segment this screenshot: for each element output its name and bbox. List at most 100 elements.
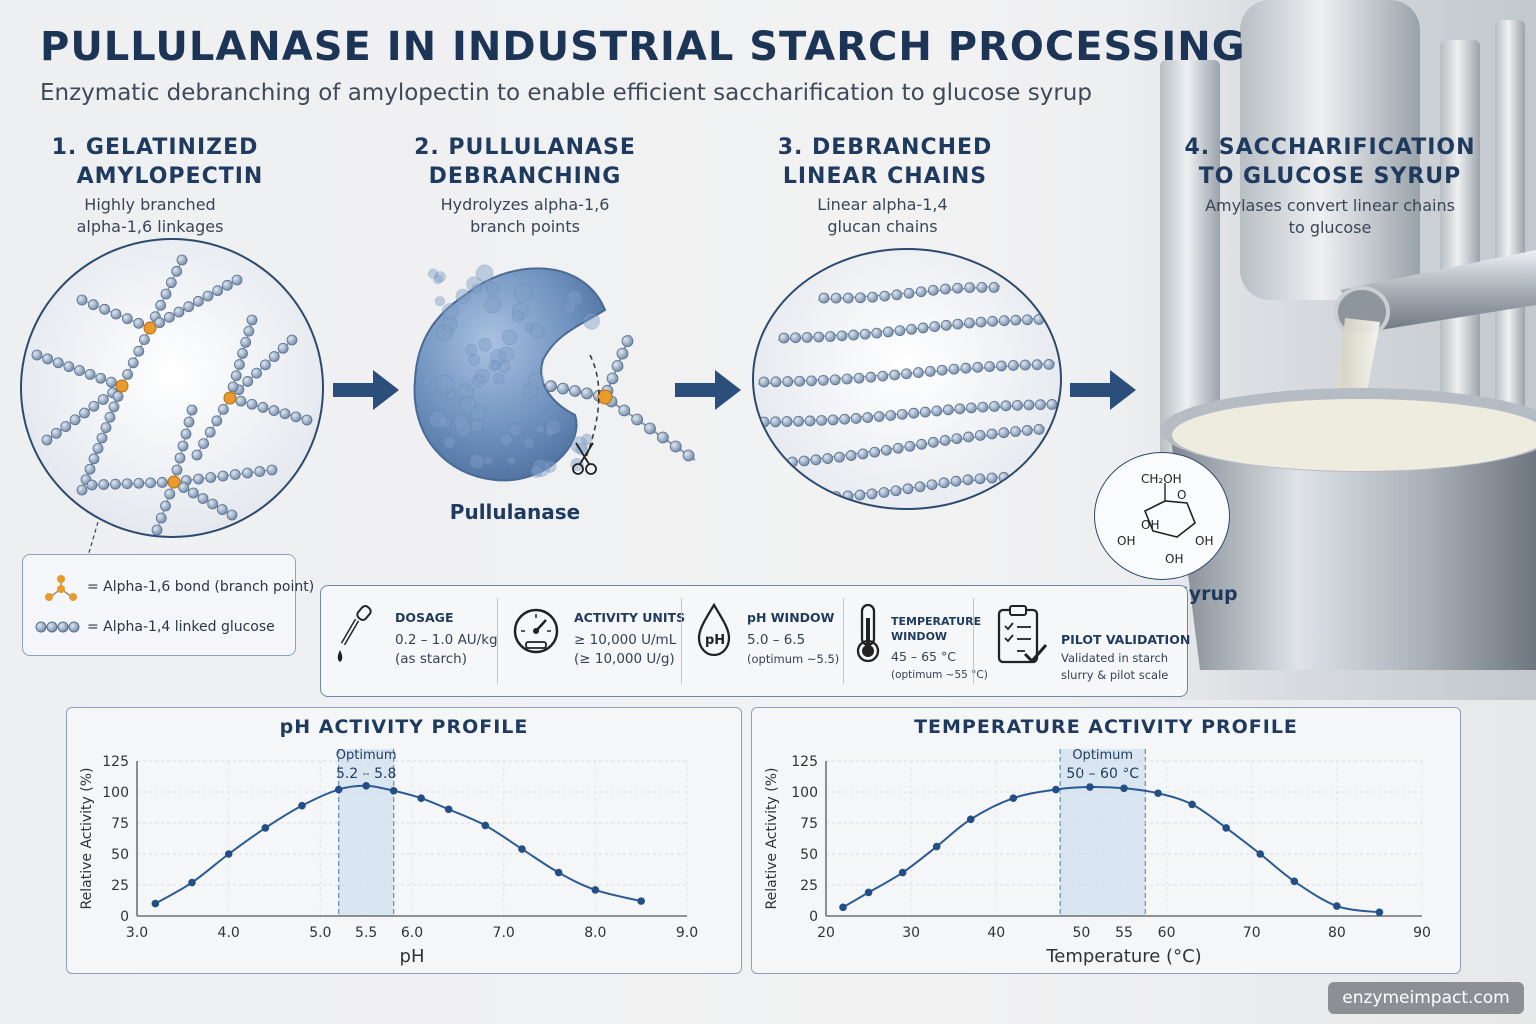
x-tick-label: 7.0 — [493, 925, 515, 941]
glucose-bead — [963, 475, 973, 485]
glucose-bead — [89, 454, 99, 464]
y-tick-label: 0 — [120, 909, 129, 925]
glucose-bead — [122, 479, 132, 489]
step-3-heading-line: 3. DEBRANCHED — [770, 133, 1000, 162]
branch-point-legend-icon — [43, 571, 79, 603]
glucose-bead — [953, 283, 963, 293]
temperature-label-line: TEMPERATURE — [891, 614, 981, 629]
data-point — [1154, 789, 1162, 797]
param-dosage: DOSAGE 0.2 – 1.0 AU/kg (as starch) — [321, 586, 497, 696]
y-tick-label: 50 — [800, 847, 818, 863]
glucose-bead — [1008, 360, 1018, 370]
activity-units-value: ≥ 10,000 U/mL (≥ 10,000 U/g) — [574, 631, 676, 669]
glucose-bead — [794, 416, 804, 426]
enzyme-texture-blob — [502, 330, 517, 345]
enzyme-texture-blob — [468, 354, 479, 365]
glucose-bead — [194, 474, 204, 484]
glucose-bead — [164, 312, 174, 322]
optimum-range-label: 50 – 60 °C — [1066, 766, 1139, 782]
glucose-bead — [949, 364, 959, 374]
glucose-bead — [823, 454, 833, 464]
glucose-bead — [227, 510, 237, 520]
enzyme-texture-blob — [456, 289, 470, 303]
glucose-bead — [916, 287, 926, 297]
ring-oxygen-label: O — [1177, 488, 1186, 502]
activity-value-line: (≥ 10,000 U/g) — [574, 650, 676, 669]
step-3-description: Linear alpha-1,4 glucan chains — [770, 194, 995, 238]
glucose-bead — [166, 278, 176, 288]
glucose-bead — [961, 363, 971, 373]
enzyme-texture-blob — [493, 373, 504, 384]
data-point — [592, 886, 600, 894]
glucose-bead — [881, 445, 891, 455]
enzyme-texture-blob — [500, 433, 512, 445]
y-tick-label: 125 — [102, 754, 129, 770]
glucose-bead — [96, 373, 106, 383]
glucose-bead — [187, 405, 197, 415]
data-point — [933, 843, 941, 851]
enzyme-texture-blob — [566, 290, 582, 306]
data-point — [335, 786, 343, 794]
glucose-bead — [109, 402, 119, 412]
glucose-bead — [617, 348, 628, 359]
ch2oh-label: CH₂OH — [1141, 472, 1182, 486]
glucose-bead — [837, 331, 847, 341]
glucose-bead — [917, 439, 927, 449]
glucose-bead — [878, 371, 888, 381]
data-point — [1052, 786, 1060, 794]
glucose-bead — [918, 323, 928, 333]
x-tick-label: 50 — [1073, 925, 1091, 941]
glucose-bead — [904, 288, 914, 298]
glucose-bead — [989, 401, 999, 411]
glucose-bead — [243, 376, 253, 386]
ph-activity-chart: Optimum5.2 – 5.802550751001253.04.05.05.… — [67, 708, 741, 973]
glucose-bead — [886, 410, 896, 420]
glucose-bead — [134, 346, 144, 356]
glucose-bead — [32, 350, 42, 360]
data-point — [1188, 801, 1196, 809]
glucose-bead — [139, 335, 149, 345]
glucose-bead — [814, 332, 824, 342]
glucose-bead — [932, 406, 942, 416]
enzyme-texture-blob — [454, 414, 468, 428]
glucose-bead — [217, 505, 227, 515]
x-tick-label: 30 — [902, 925, 920, 941]
flow-arrow-1-icon — [333, 368, 403, 412]
glucose-bead — [1022, 425, 1032, 435]
glucose-bead — [872, 328, 882, 338]
glucose-bead — [206, 473, 216, 483]
glucose-bead — [811, 455, 821, 465]
glucose-bead — [234, 360, 244, 370]
x-tick-label: 8.0 — [584, 925, 606, 941]
glucose-bead — [252, 368, 262, 378]
glucose-bead — [779, 333, 789, 343]
glucose-bead — [192, 450, 202, 460]
checklist-icon — [995, 604, 1051, 670]
data-point — [417, 794, 425, 802]
enzyme-texture-blob — [429, 411, 447, 429]
x-tick-label: 4.0 — [218, 925, 240, 941]
glucose-bead — [267, 465, 277, 475]
glucose-bead — [895, 326, 905, 336]
glucose-bead — [849, 330, 859, 340]
dosage-value: 0.2 – 1.0 AU/kg (as starch) — [395, 631, 498, 669]
glucose-bead — [199, 439, 209, 449]
glucose-bead — [85, 369, 95, 379]
enzyme-texture-blob — [484, 456, 493, 465]
enzyme-label: Pullulanase — [430, 500, 600, 524]
glucose-bead — [161, 501, 171, 511]
glucose-bead — [241, 337, 251, 347]
branch-point — [116, 380, 128, 392]
data-point — [518, 845, 526, 853]
x-tick-label: 60 — [1158, 925, 1176, 941]
glucose-bead — [198, 494, 208, 504]
enzyme-texture-blob — [583, 313, 599, 329]
y-tick-label: 75 — [111, 816, 129, 832]
step-1-desc-line: alpha-1,6 linkages — [40, 216, 260, 238]
glucose-bead — [955, 404, 965, 414]
glucose-bead — [85, 464, 95, 474]
y-tick-label: 50 — [111, 847, 129, 863]
glucose-bead — [184, 302, 194, 312]
oh-right-label: OH — [1195, 534, 1213, 548]
x-tick-label: 3.0 — [126, 925, 148, 941]
